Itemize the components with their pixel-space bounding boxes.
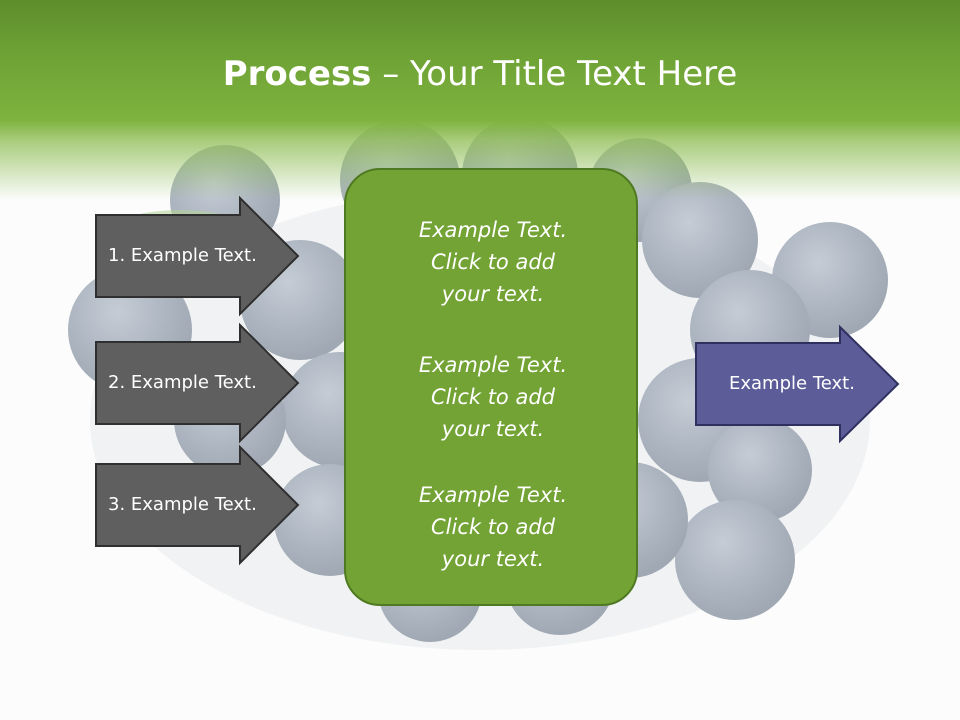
center-item-1-line3: your text. bbox=[441, 282, 545, 306]
input-arrow-3-label: 3. Example Text. bbox=[108, 494, 257, 515]
center-item-1-line1: Example Text. bbox=[418, 218, 568, 242]
center-item-3[interactable]: Example Text. Click to add your text. bbox=[346, 479, 640, 575]
center-item-3-line3: your text. bbox=[441, 547, 545, 571]
header-band bbox=[0, 0, 960, 200]
title-bold-part: Process bbox=[222, 54, 372, 94]
output-arrow-label: Example Text. bbox=[729, 373, 855, 394]
input-arrow-2-label: 2. Example Text. bbox=[108, 372, 257, 393]
center-item-1[interactable]: Example Text. Click to add your text. bbox=[346, 214, 640, 310]
input-arrow-2[interactable] bbox=[95, 322, 300, 444]
slide-title[interactable]: Process – Your Title Text Here bbox=[0, 52, 960, 96]
center-item-2-line1: Example Text. bbox=[418, 353, 568, 377]
input-arrow-1[interactable] bbox=[95, 195, 300, 317]
center-item-1-line2: Click to add bbox=[430, 250, 555, 274]
input-arrow-3[interactable] bbox=[95, 444, 300, 566]
center-item-2-line2: Click to add bbox=[430, 385, 555, 409]
input-arrow-1-label: 1. Example Text. bbox=[108, 245, 257, 266]
center-process-box[interactable]: Example Text. Click to add your text. Ex… bbox=[344, 168, 638, 606]
center-item-3-line2: Click to add bbox=[430, 515, 555, 539]
center-item-2[interactable]: Example Text. Click to add your text. bbox=[346, 349, 640, 445]
output-arrow[interactable] bbox=[695, 324, 900, 444]
center-item-2-line3: your text. bbox=[441, 417, 545, 441]
title-rest-part: – Your Title Text Here bbox=[371, 54, 738, 94]
center-item-3-line1: Example Text. bbox=[418, 483, 568, 507]
